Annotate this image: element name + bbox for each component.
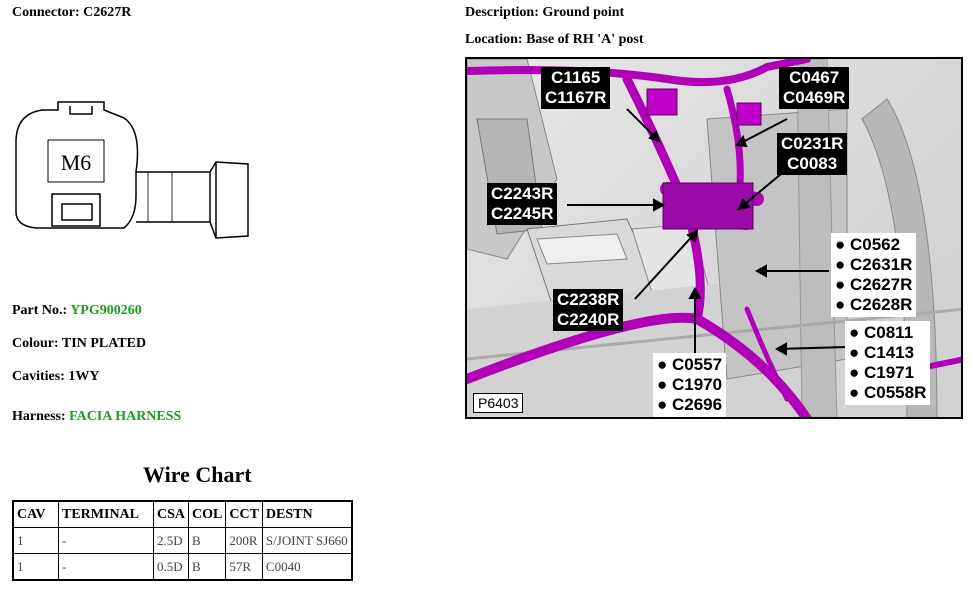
location-field: Location: Base of RH 'A' post <box>465 32 644 48</box>
callout-c2243-line1: C2243R <box>491 184 554 203</box>
connector-field: Connector: C2627R <box>12 5 131 21</box>
cell-col: B <box>188 553 227 581</box>
dot-list-right-lower: ● C0811 ● C1413 ● C1971 ● C0558R <box>845 321 931 405</box>
callout-c0231: C0231R C0083 <box>777 133 848 175</box>
cell-destn: S/JOINT SJ660 <box>261 527 353 554</box>
wire-chart-table: CAV TERMINAL CSA COL CCT DESTN 1 - 2.5D … <box>12 500 353 581</box>
cavities-value: 1WY <box>68 369 100 384</box>
cell-csa: 0.5D <box>152 553 190 581</box>
callout-c0231-line1: C0231R <box>781 134 844 153</box>
colour-label: Colour: <box>12 336 59 351</box>
header-col: COL <box>188 500 227 528</box>
location-value: Base of RH 'A' post <box>526 32 644 47</box>
callout-c2238-line2: C2240R <box>557 310 620 329</box>
location-illustration: C1165 C1167R C0467 C0469R C0231R C0083 C… <box>465 57 963 419</box>
connector-value: C2627R <box>83 5 132 20</box>
dot-list-right-upper: ● C0562 ● C2631R ● C2627R ● C2628R <box>831 233 917 317</box>
callout-c1165-line1: C1165 <box>551 68 601 87</box>
stud-label: M6 <box>61 150 92 175</box>
table-header-row: CAV TERMINAL CSA COL CCT DESTN <box>12 500 353 528</box>
connector-label: Connector: <box>12 5 80 20</box>
callout-c0467-line1: C0467 <box>789 68 840 87</box>
dot-list-item: ● C1413 <box>849 343 915 362</box>
wire-chart-title: Wire Chart <box>143 462 252 487</box>
callout-c0467: C0467 C0469R <box>779 67 850 109</box>
header-destn: DESTN <box>261 500 353 528</box>
dot-list-item: ● C2627R <box>835 275 913 294</box>
cell-csa: 2.5D <box>152 527 190 554</box>
table-row: 1 - 0.5D B 57R C0040 <box>12 553 353 581</box>
cell-cav: 1 <box>12 553 59 581</box>
description-value: Ground point <box>542 5 625 20</box>
dot-list-bottom: ● C0557 ● C1970 ● C2696 <box>653 353 727 417</box>
dot-list-item: ● C1971 <box>849 363 915 382</box>
header-cav: CAV <box>12 500 59 528</box>
callout-c0231-line2: C0083 <box>787 154 838 173</box>
part-no-field: Part No.: YPG900260 <box>12 303 142 319</box>
dot-list-item: ● C2628R <box>835 295 913 314</box>
cell-col: B <box>188 527 227 554</box>
callout-c1165-line2: C1167R <box>545 88 607 107</box>
callout-c2243: C2243R C2245R <box>487 183 558 225</box>
cell-cav: 1 <box>12 527 59 554</box>
dot-list-item: ● C2631R <box>835 255 913 274</box>
callout-c0467-line2: C0469R <box>783 88 846 107</box>
dot-list-item: ● C2696 <box>657 395 723 414</box>
header-terminal: TERMINAL <box>58 500 154 528</box>
dot-list-item: ● C1970 <box>657 375 723 394</box>
cavities-field: Cavities: 1WY <box>12 369 100 385</box>
callout-c1165: C1165 C1167R <box>541 67 611 109</box>
description-field: Description: Ground point <box>465 5 624 21</box>
figure-id-label: P6403 <box>473 393 524 413</box>
cell-cct: 200R <box>225 527 263 554</box>
cavities-label: Cavities: <box>12 369 65 384</box>
cell-destn: C0040 <box>261 553 353 581</box>
dot-list-item: ● C0557 <box>657 355 723 374</box>
header-cct: CCT <box>225 500 263 528</box>
harness-value: FACIA HARNESS <box>69 409 182 424</box>
cell-cct: 57R <box>225 553 263 581</box>
dot-list-item: ● C0562 <box>835 235 901 254</box>
connector-drawing: M6 <box>15 101 249 239</box>
dot-list-item: ● C0811 <box>849 323 914 342</box>
part-no-value: YPG900260 <box>70 303 142 318</box>
callout-c2238: C2238R C2240R <box>553 289 624 331</box>
harness-field: Harness: FACIA HARNESS <box>12 409 181 425</box>
cell-terminal: - <box>58 527 154 554</box>
table-row: 1 - 2.5D B 200R S/JOINT SJ660 <box>12 527 353 554</box>
callout-c2238-line1: C2238R <box>557 290 620 309</box>
dot-list-item: ● C0558R <box>849 383 927 402</box>
cell-terminal: - <box>58 553 154 581</box>
callout-c2243-line2: C2245R <box>491 204 554 223</box>
location-label: Location: <box>465 32 523 47</box>
description-label: Description: <box>465 5 539 20</box>
colour-field: Colour: TIN PLATED <box>12 336 146 352</box>
colour-value: TIN PLATED <box>61 336 147 351</box>
part-no-label: Part No.: <box>12 303 68 318</box>
header-csa: CSA <box>152 500 190 528</box>
harness-label: Harness: <box>12 409 66 424</box>
